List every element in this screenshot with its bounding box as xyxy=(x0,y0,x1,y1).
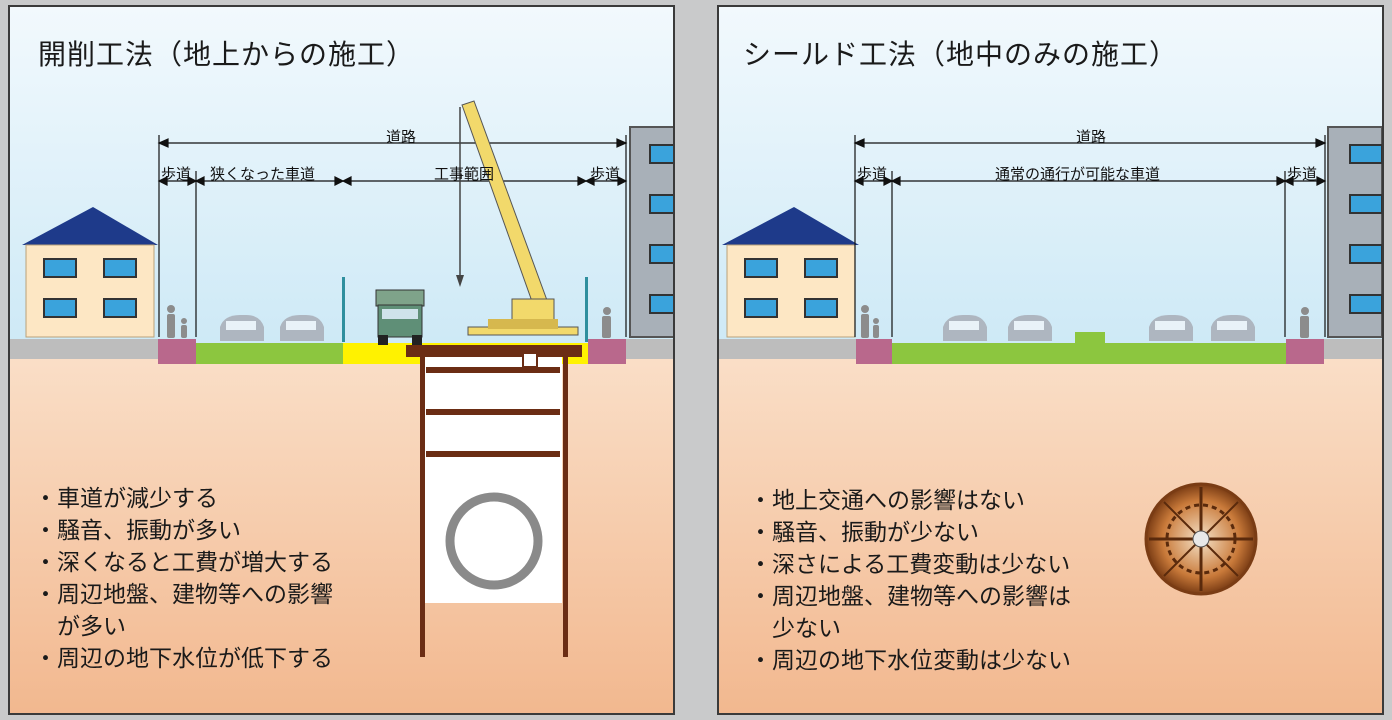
building-icon xyxy=(1327,126,1382,338)
bullet-item: ・騒音、振動が多い xyxy=(34,518,241,544)
ground xyxy=(10,352,673,713)
pavement-right xyxy=(626,339,673,359)
ground xyxy=(719,352,1382,713)
car-icon xyxy=(220,315,324,341)
shield-points: ・地上交通への影響はない ・騒音、振動が少ない ・深さによる工費変動は少ない ・… xyxy=(749,485,1071,677)
sidewalk-left-label: 歩道 xyxy=(161,165,192,183)
shield-machine-icon xyxy=(1144,482,1258,596)
sidewalk-right xyxy=(588,339,626,364)
pavement-left xyxy=(10,339,158,359)
dump-truck-icon xyxy=(375,289,425,345)
normal-lane-label: 通常の通行が可能な車道 xyxy=(995,165,1161,183)
work-area-label: 工事範囲 xyxy=(434,165,495,183)
sidewalk-right-label: 歩道 xyxy=(1287,165,1318,183)
excavation-pit xyxy=(406,345,582,657)
shield-panel: シールド工法（地中のみの施工） 道路 歩道 通常の通行が可能な車道 歩道 ・地上… xyxy=(717,5,1384,715)
road-label: 道路 xyxy=(1076,128,1107,146)
bullet-item: ・車道が減少する xyxy=(34,486,218,512)
roadway-narrow xyxy=(196,343,343,364)
shield-illustration xyxy=(719,7,1382,713)
bullet-item: ・周辺地盤、建物等への影響 xyxy=(34,582,333,608)
open-cut-illustration xyxy=(10,7,673,713)
tunnel-ring xyxy=(445,492,543,590)
open-cut-panel: 開削工法（地上からの施工） 道路 歩道 狭くなった車道 工事範囲 歩道 ・車道が… xyxy=(8,5,675,715)
page-title: シールド工法（地中のみの施工） xyxy=(743,38,1179,71)
roadway xyxy=(892,343,1286,364)
bullet-item: ・騒音、振動が少ない xyxy=(749,520,979,546)
pavement-right xyxy=(1324,339,1382,359)
page-title: 開削工法（地上からの施工） xyxy=(38,38,416,71)
bullet-item: ・深さによる工費変動は少ない xyxy=(749,552,1071,578)
sidewalk-left xyxy=(856,339,892,364)
dimension-lines xyxy=(853,135,1327,337)
narrow-lane-label: 狭くなった車道 xyxy=(210,165,316,183)
pavement-left xyxy=(719,339,856,359)
bullet-item: ・深くなると工費が増大する xyxy=(34,550,333,576)
pedestrian-icon xyxy=(167,305,611,338)
bullet-item: ・周辺地盤、建物等への影響は xyxy=(749,584,1071,610)
road-label: 道路 xyxy=(386,128,417,146)
car-icon xyxy=(943,315,1255,341)
sidewalk-right-label: 歩道 xyxy=(590,165,621,183)
house-icon xyxy=(22,207,158,338)
sidewalk-left-label: 歩道 xyxy=(857,165,888,183)
house-icon xyxy=(722,207,859,338)
building-icon xyxy=(629,126,673,338)
sidewalk-right xyxy=(1286,339,1324,364)
bullet-item: ・周辺の地下水位変動は少ない xyxy=(749,648,1071,674)
open-cut-points: ・車道が減少する ・騒音、振動が多い ・深くなると工費が増大する ・周辺地盤、建… xyxy=(34,483,333,675)
bullet-item: 少ない xyxy=(749,616,841,642)
pedestrian-icon xyxy=(861,305,1309,338)
crane-icon xyxy=(456,100,579,336)
bullet-item: ・周辺の地下水位が低下する xyxy=(34,646,333,672)
dimension-lines xyxy=(157,135,628,337)
barrier-poles xyxy=(342,277,588,342)
bullet-item: が多い xyxy=(34,614,126,640)
median xyxy=(1075,332,1105,344)
sidewalk-left xyxy=(158,339,196,364)
bullet-item: ・地上交通への影響はない xyxy=(749,488,1025,514)
